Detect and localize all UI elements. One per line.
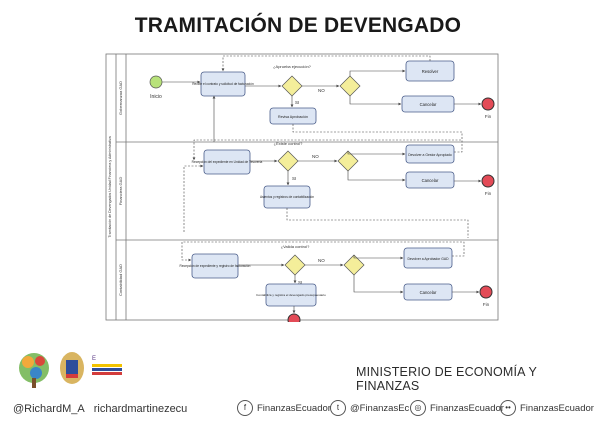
lane-label-2: Financiera GAD — [118, 177, 123, 206]
handle-web[interactable]: richardmartinezecu — [93, 403, 188, 415]
handle-twitter[interactable]: @RichardM_A — [13, 403, 85, 415]
footer-handles: @RichardM_A richardmartinezecu — [13, 403, 193, 415]
flow-label-no1: NO — [318, 88, 325, 93]
task-devolver-aprob — [403, 247, 453, 269]
end-label-2: Fin — [485, 191, 492, 196]
social-flickr[interactable]: •• FinanzasEcuador — [500, 400, 594, 416]
flow-asientos-down — [286, 208, 469, 238]
svg-text:E: E — [92, 356, 96, 362]
gateway-existe-label: ¿Existe control? — [274, 141, 303, 146]
task-resolver-label: Resolver — [422, 69, 439, 74]
task-recepcion-label: Recepción del expediente en Unidad de Te… — [192, 160, 263, 164]
end-event-3 — [479, 285, 493, 299]
start-label: Inicio — [150, 94, 162, 100]
task-cancelar-3-label: Cancelar — [420, 290, 437, 295]
flow-split3-cancelar — [353, 275, 404, 294]
task-devolver — [405, 144, 455, 164]
social-facebook[interactable]: f FinanzasEcuador — [237, 400, 331, 416]
task-cancelar-2 — [405, 171, 455, 189]
page-title: TRAMITACIÓN DE DEVENGADO — [134, 14, 462, 37]
flow-label-si1: SI — [295, 100, 299, 105]
social-flickr-label: FinanzasEcuador — [520, 402, 594, 414]
task-recepcion-cont-label: Recepción de expediente y registro de fa… — [180, 264, 251, 268]
task-devolver-aprob-label: Devolver a Aprobador GAD — [407, 257, 449, 261]
lane-label-3: Contabilidad GAD — [118, 264, 123, 296]
flow-loop-left — [183, 164, 204, 232]
flow-split2-cancelar — [347, 171, 406, 182]
flow-devolver-back — [192, 139, 463, 161]
lane-label-1: Gobernanzaa GAD — [118, 81, 123, 115]
flow-resolver-back — [221, 55, 431, 72]
task-recepcion — [203, 149, 251, 175]
end-label-1: Fin — [485, 114, 492, 119]
end-event-2 — [481, 174, 495, 188]
task-recibir — [200, 71, 246, 97]
ministry-logo: E — [19, 352, 122, 388]
flow-label-si2: SI — [292, 176, 296, 181]
task-recibir-label: Recibir el contrato y solicitud de factu… — [192, 82, 254, 86]
pool-label: Tramitación de Devengados Unidad Financi… — [108, 136, 112, 237]
flow-label-no3: NO — [318, 258, 325, 263]
flow-label-si3: SI — [298, 280, 302, 285]
flow-split-cancelar — [349, 96, 402, 106]
social-facebook-label: FinanzasEcuador — [257, 402, 331, 414]
task-recepcion-cont — [191, 253, 239, 279]
flickr-icon: •• — [500, 400, 516, 416]
task-cancelar-1-label: Cancelar — [420, 102, 437, 107]
instagram-icon: ◎ — [410, 400, 426, 416]
bpmn-diagram: Tramitación de Devengados Unidad Financi… — [105, 53, 499, 322]
gateway-aprueba-label: ¿Aprueba ejecución? — [273, 64, 312, 69]
flow-revisa-down — [292, 124, 463, 140]
facebook-icon: f — [237, 400, 253, 416]
end-event-4 — [287, 313, 301, 322]
flow-devolveraprob-back — [181, 241, 465, 262]
flow-split2-devolver — [347, 151, 406, 156]
social-twitter[interactable]: t @FinanzasEc — [330, 400, 409, 416]
flow-split3-devolver — [353, 255, 404, 260]
twitter-icon: t — [330, 400, 346, 416]
social-twitter-label: @FinanzasEc — [350, 402, 410, 414]
social-instagram[interactable]: ◎ FinanzasEcuador — [410, 400, 504, 416]
social-instagram-label: FinanzasEcuador — [430, 402, 504, 414]
task-contabiliza — [265, 283, 317, 307]
end-label-3: Fin — [483, 302, 490, 307]
start-event — [149, 75, 163, 89]
task-contabiliza-label: Contabiliza y registra el devengado pres… — [256, 293, 326, 297]
ministry-name: MINISTERIO DE ECONOMÍA Y FINANZAS — [356, 365, 537, 393]
task-asientos-label: Asientos y registros de contabilización — [260, 195, 314, 199]
end-event-1 — [481, 97, 495, 111]
task-devolver-label: Devolver a Gestor Apropiado — [408, 153, 452, 157]
flow-label-no2: NO — [312, 154, 319, 159]
task-cancelar-2-label: Cancelar — [422, 178, 439, 183]
flow-split-resolver — [349, 69, 406, 76]
gateway-valida-label: ¿Valida control? — [281, 244, 310, 249]
task-revisa-label: Revisa Aprobación — [278, 115, 308, 119]
